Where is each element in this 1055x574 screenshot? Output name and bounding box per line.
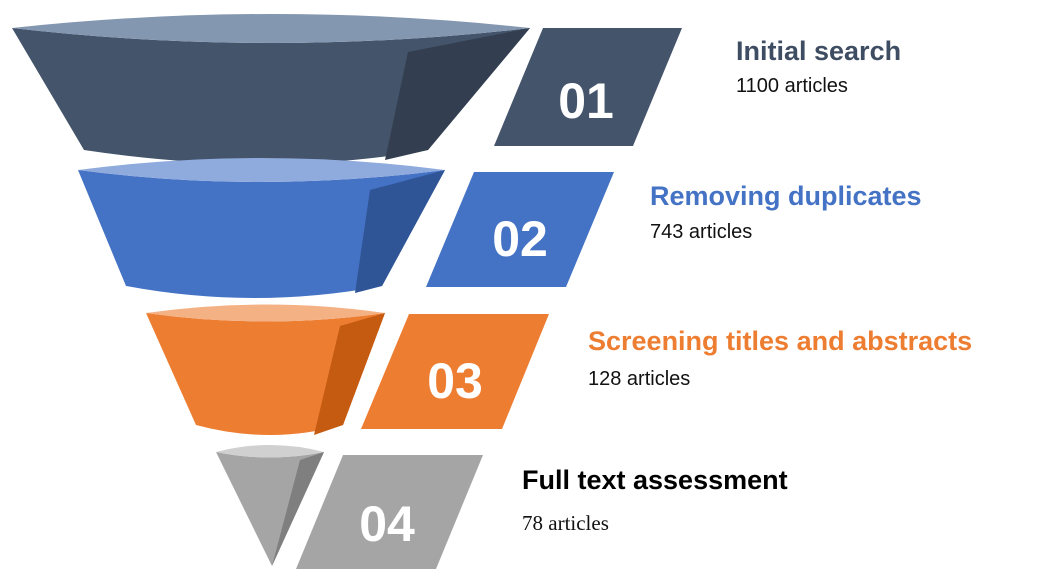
funnel-level-1-side (385, 28, 530, 160)
stage-2-count: 743 articles (650, 221, 753, 243)
tab-04-number: 04 (359, 496, 415, 552)
stage-4-title: Full text assessment (522, 465, 788, 495)
tab-04 (296, 455, 483, 569)
stage-1-title: Initial search (736, 36, 902, 66)
funnel-level-2: 02 (78, 158, 614, 298)
funnel-level-2-front (78, 170, 445, 298)
funnel-level-4-side (272, 452, 324, 566)
funnel-level-4-top (216, 445, 324, 458)
tab-03 (361, 314, 549, 429)
tab-02 (426, 172, 614, 287)
stage-3-title: Screening titles and abstracts (588, 326, 973, 356)
funnel-level-2-top (78, 158, 445, 182)
tab-01 (494, 28, 682, 146)
tab-01-number: 01 (558, 73, 614, 129)
stage-2-title: Removing duplicates (650, 181, 922, 211)
funnel-level-1-top (12, 14, 530, 43)
funnel-level-4: 04 (216, 445, 483, 569)
stage-4-count: 78 articles (522, 511, 609, 535)
funnel-level-3-side (314, 313, 385, 435)
tab-02-number: 02 (492, 211, 548, 267)
funnel-level-2-side (355, 170, 445, 293)
stage-3-count: 128 articles (588, 368, 691, 390)
funnel-level-3-top (146, 304, 385, 322)
stage-1-count: 1100 articles (736, 75, 848, 97)
funnel-level-3: 03 (146, 304, 549, 435)
funnel-level-1: 01 (12, 14, 682, 164)
tab-03-number: 03 (427, 353, 483, 409)
